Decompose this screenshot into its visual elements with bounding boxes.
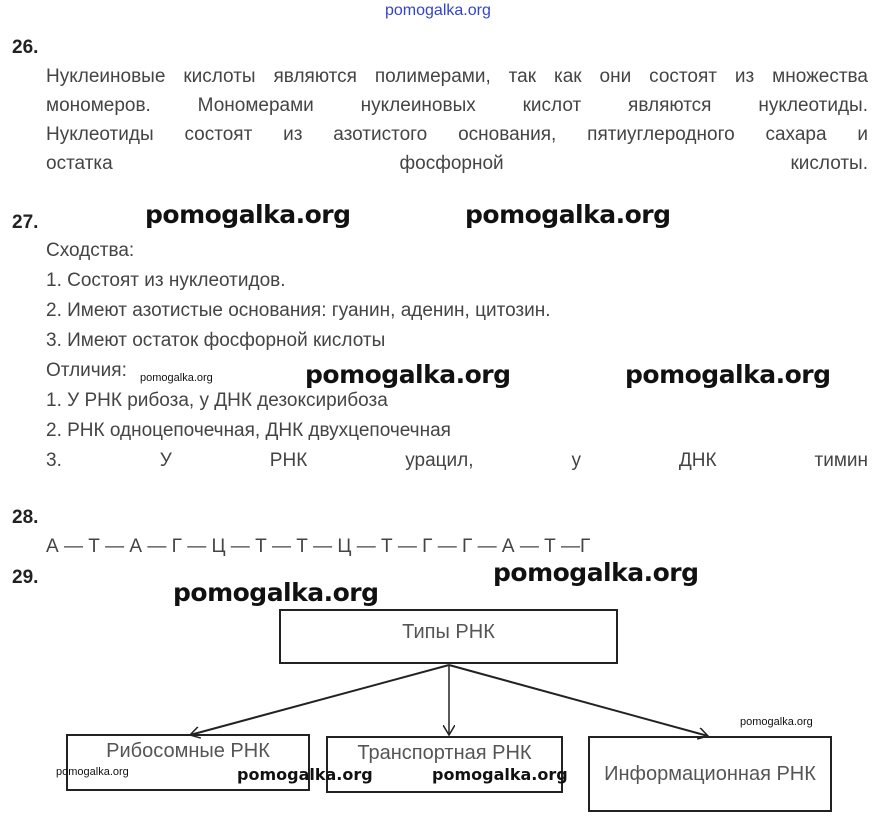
- watermark: pomogalka.org: [305, 360, 511, 389]
- site-watermark-link[interactable]: pomogalka.org: [385, 2, 491, 19]
- watermark: pomogalka.org: [237, 765, 373, 784]
- q26-line: остатка фосфорной кислоты.: [46, 153, 868, 174]
- q26-line: Нуклеиновые кислоты являются полимерами,…: [46, 66, 868, 87]
- similarity-item: 3. Имеют остаток фосфорной кислоты: [46, 330, 386, 351]
- difference-item: 3. У РНК урацил, у ДНК тимин: [46, 450, 868, 471]
- watermark: pomogalka.org: [625, 360, 831, 389]
- q26-line: Нуклеотиды состоят из азотистого основан…: [46, 124, 868, 145]
- diagram-label: Рибосомные РНК: [106, 740, 270, 762]
- watermark: pomogalka.org: [56, 766, 129, 778]
- diagram-root-box: Типы РНК: [279, 609, 618, 664]
- similarities-title: Сходства:: [46, 240, 135, 261]
- watermark: pomogalka.org: [432, 765, 568, 784]
- similarity-item: 1. Состоят из нуклеотидов.: [46, 270, 286, 291]
- similarity-item: 2. Имеют азотистые основания: гуанин, ад…: [46, 300, 551, 321]
- watermark: pomogalka.org: [173, 578, 379, 607]
- diagram-root-label: Типы РНК: [402, 621, 495, 643]
- differences-title: Отличия:: [46, 360, 127, 381]
- diagram-box-ribosomal: Рибосомные РНК: [66, 734, 310, 791]
- arrow-to-ribosomal: [190, 664, 450, 735]
- watermark: pomogalka.org: [740, 716, 813, 728]
- question-number-26: 26.: [12, 37, 39, 58]
- watermark: pomogalka.org: [493, 558, 699, 587]
- diagram-label: Информационная РНК: [604, 763, 816, 785]
- question-number-29: 29.: [12, 567, 39, 588]
- diagram-box-transport: Транспортная РНК: [326, 736, 563, 793]
- diagram-box-informational: Информационная РНК: [588, 736, 832, 812]
- q26-line: мономеров. Мономерами нуклеиновых кислот…: [46, 95, 868, 116]
- difference-item: 2. РНК одноцепочечная, ДНК двухцепочечна…: [46, 420, 451, 441]
- watermark: pomogalka.org: [145, 200, 351, 229]
- nucleotide-sequence: А — Т — А — Г — Ц — Т — Т — Ц — Т — Г — …: [46, 536, 591, 557]
- question-number-27: 27.: [12, 212, 39, 233]
- question-number-28: 28.: [12, 507, 39, 528]
- watermark: pomogalka.org: [140, 372, 213, 384]
- watermark: pomogalka.org: [465, 200, 671, 229]
- difference-item: 1. У РНК рибоза, у ДНК дезоксирибоза: [46, 390, 388, 411]
- diagram-label: Транспортная РНК: [357, 742, 532, 764]
- arrow-to-informational: [448, 664, 708, 736]
